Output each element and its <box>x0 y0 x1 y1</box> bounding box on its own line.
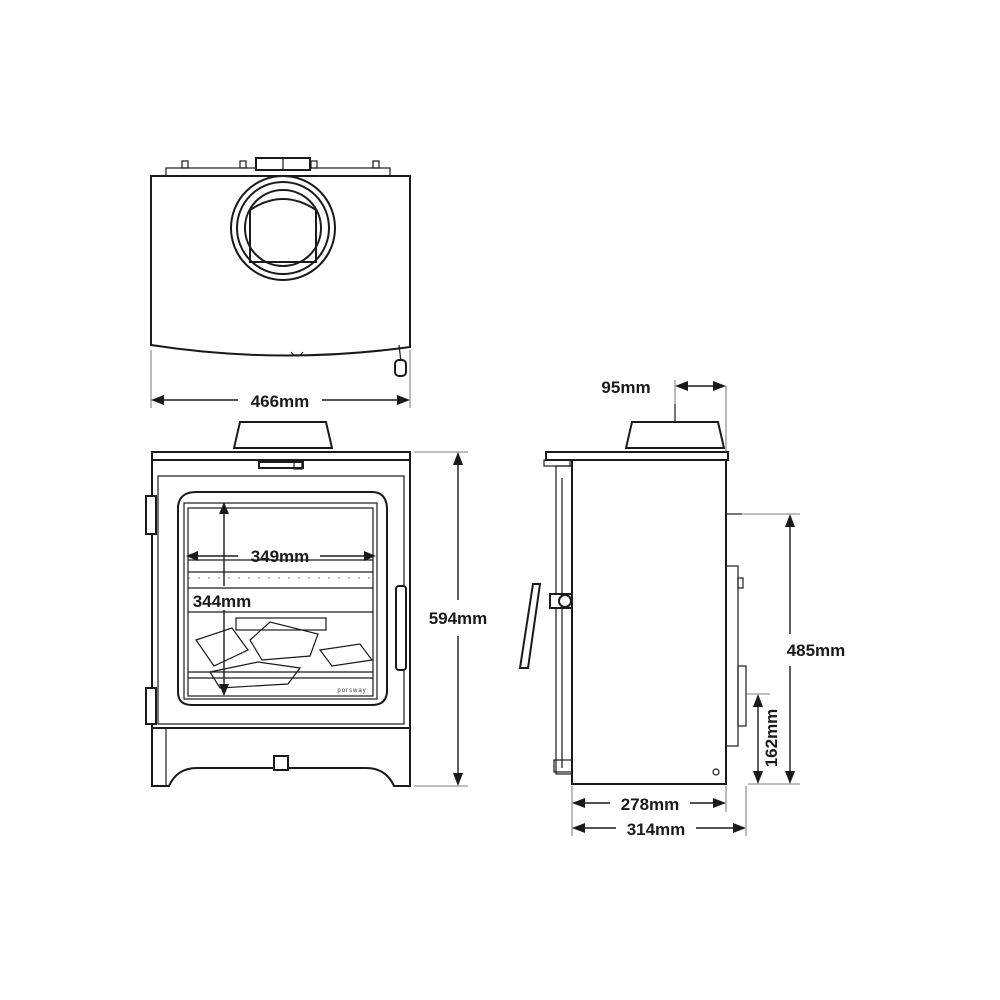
front-view-log <box>318 643 374 667</box>
dim-arrow <box>453 773 463 786</box>
dim-label-rear-flue-height: 485mm <box>787 641 846 660</box>
top-view-handle-knob <box>394 359 407 377</box>
front-view-fire-grate-bar <box>235 617 327 631</box>
dim-arrow <box>219 502 229 514</box>
dim-label-overall-width: 466mm <box>251 392 310 411</box>
front-view-log <box>209 661 302 689</box>
top-view-bolt <box>372 160 380 169</box>
top-view-flue-collar-middle <box>236 181 330 275</box>
dim-arrow <box>151 395 164 405</box>
front-view-log <box>249 621 319 661</box>
front-view-glass <box>187 507 374 697</box>
dim-label-glass-width: 349mm <box>251 547 310 566</box>
side-view-top-plate <box>545 451 729 461</box>
dim-label-glass-height: 344mm <box>193 592 252 611</box>
dim-arrow <box>364 551 376 561</box>
front-view-door-frame <box>177 491 388 706</box>
front-view-door-handle <box>395 585 407 671</box>
dim-arrow <box>785 514 795 527</box>
top-view-bolt <box>181 160 189 169</box>
dim-arrow <box>785 771 795 784</box>
side-view-door-handle <box>518 583 542 669</box>
dim-label-air-inlet-height: 162mm <box>762 709 781 768</box>
dim-arrow <box>572 823 585 833</box>
front-view: porsway 349mm 344mm 594mm <box>145 421 488 787</box>
top-view-bolt <box>239 160 247 169</box>
front-view-base <box>151 727 411 787</box>
dim-arrow <box>186 551 198 561</box>
side-view-door-profile <box>555 465 573 775</box>
dim-arrow <box>713 381 726 391</box>
dim-label-overall-depth: 314mm <box>627 820 686 839</box>
top-view: 466mm <box>150 157 411 411</box>
front-view-brand-mark: porsway <box>337 688 366 694</box>
side-view-flue-spigot <box>624 421 726 449</box>
front-view-flue-spigot <box>232 421 334 449</box>
front-view-top-handle <box>258 461 304 469</box>
dim-arrow <box>733 823 746 833</box>
side-view-handle-pivot <box>558 594 572 608</box>
dim-arrow <box>572 798 585 808</box>
front-view-top-plate <box>151 451 411 461</box>
top-view-flue-opening <box>249 198 317 263</box>
dim-label-body-depth: 278mm <box>621 795 680 814</box>
side-view-rear-panel <box>725 565 739 747</box>
dim-arrow <box>675 381 688 391</box>
top-view-flue-collar-inner <box>244 189 322 267</box>
side-view: 95mm 485mm 162mm 278mm 314mm <box>518 378 846 839</box>
dim-arrow <box>753 694 763 707</box>
dim-arrow <box>219 684 229 696</box>
side-view-air-inlet <box>737 665 747 727</box>
top-view-air-control <box>290 351 304 357</box>
dim-arrow <box>753 771 763 784</box>
front-view-hinge-top <box>145 495 157 535</box>
side-view-body <box>571 459 727 785</box>
top-view-flue-collar-outer <box>230 175 336 281</box>
front-view-body <box>151 459 411 729</box>
dim-label-overall-height: 594mm <box>429 609 488 628</box>
front-view-hinge-bottom <box>145 687 157 725</box>
top-view-bolt <box>310 160 318 169</box>
dim-label-flue-offset: 95mm <box>601 378 650 397</box>
dim-arrow <box>453 452 463 465</box>
dim-arrow <box>397 395 410 405</box>
front-view-glass-outer <box>183 502 378 700</box>
dim-arrow <box>713 798 726 808</box>
front-view-ashpan-control <box>273 755 289 771</box>
front-view-log <box>195 627 249 667</box>
